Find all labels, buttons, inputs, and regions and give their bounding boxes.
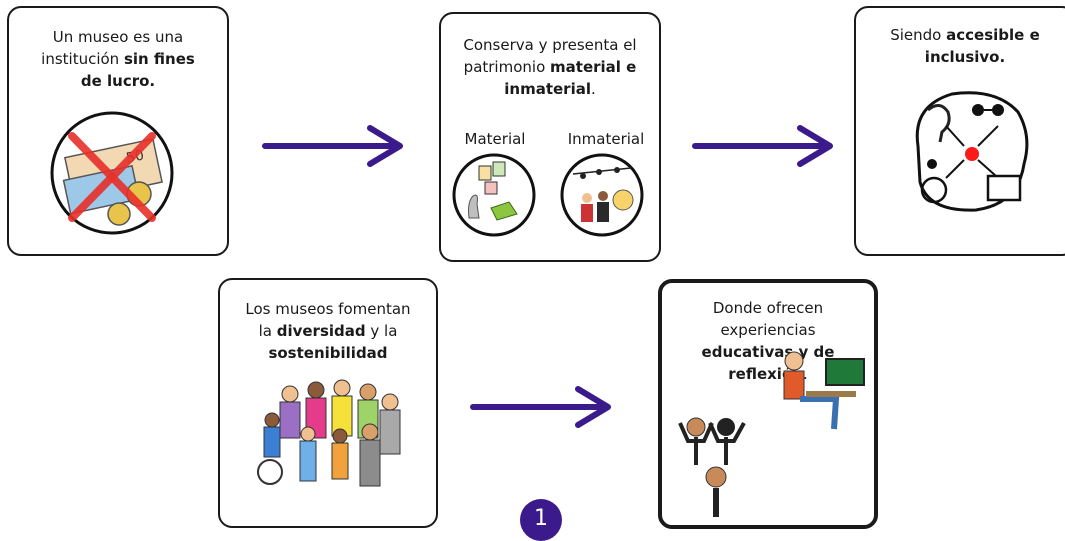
card-educativas: Donde ofrecen experiencias educativas y … <box>658 279 878 529</box>
label-material: Material <box>464 130 526 148</box>
diverse-people-icon <box>257 379 401 487</box>
card-accesible-text: Siendo accesible e inclusivo. <box>890 26 1040 66</box>
immaterial-heritage-icon <box>560 153 644 237</box>
arrow-2 <box>692 125 833 167</box>
card-museo-text: Un museo es una institución sin fines de… <box>41 28 195 90</box>
card-diversidad: Los museos fomentan la diversidad y la s… <box>218 278 438 528</box>
material-heritage-icon <box>452 153 536 237</box>
label-inmaterial: Inmaterial <box>567 130 645 148</box>
accessibility-icon <box>915 91 1029 212</box>
card-museo: Un museo es una institución sin fines de… <box>7 6 229 256</box>
arrow-1 <box>262 125 403 167</box>
education-reflection-icon <box>678 351 865 517</box>
card-conserva: Conserva y presenta el patrimonio materi… <box>439 12 661 262</box>
card-conserva-text: Conserva y presenta el patrimonio materi… <box>463 36 637 98</box>
arrow-3 <box>470 386 611 428</box>
card-diversidad-text: Los museos fomentan la diversidad y la s… <box>245 300 411 362</box>
page-number-badge: 1 <box>520 499 562 541</box>
money-crossed-icon: 50 <box>50 111 174 235</box>
card-accesible: Siendo accesible e inclusivo. <box>854 6 1065 256</box>
